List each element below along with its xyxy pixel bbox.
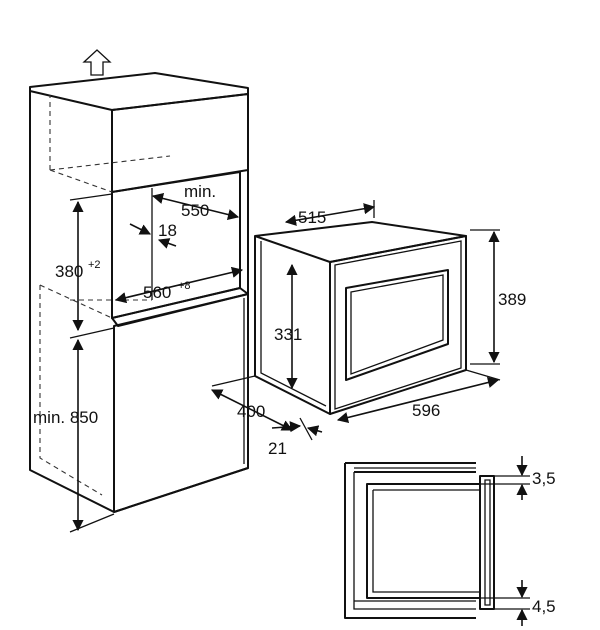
dim-596-ext — [465, 369, 501, 381]
upper-compartment-front — [111, 93, 249, 193]
dim-560-label: 560 — [143, 283, 171, 302]
dim-380-tol: +2 — [88, 259, 101, 271]
dim-380-label: 380 — [55, 262, 83, 281]
oven-window — [345, 269, 449, 381]
dim-331-label: 331 — [274, 325, 302, 344]
dim-850-ext-top — [69, 327, 115, 339]
dim-380-ext-top — [69, 193, 113, 201]
detail-outer-frame — [344, 463, 476, 619]
dim-515-line — [284, 203, 376, 226]
detail-outer-frame-inner — [353, 472, 476, 610]
dim-18-arrow-right — [157, 238, 177, 249]
dim-400-line — [210, 389, 294, 431]
oven-dimensions: 515 389 331 400 596 21 — [210, 200, 526, 458]
section-detail: 3,5 4,5 — [344, 456, 556, 626]
dim-596-label: 596 — [412, 401, 440, 420]
dim-596-line — [336, 377, 500, 423]
dim-18-arrow-left — [129, 223, 152, 235]
dim-21-ext — [299, 417, 313, 441]
cabinet-dimensions: min. 550 18 380 +2 560 +8 min. 850 — [33, 182, 244, 533]
cabinet-left-side — [29, 91, 115, 513]
detail-oven-body — [366, 483, 481, 599]
dim-550-line — [151, 192, 240, 221]
detail-oven-body-inner — [372, 489, 480, 593]
detail-top-rail — [345, 462, 476, 473]
hidden-line-upper — [49, 95, 171, 193]
ventilation-up-arrow-icon — [82, 49, 112, 76]
dim-4-5-label: 4,5 — [532, 597, 556, 616]
cabinet — [29, 72, 249, 513]
dim-389-label: 389 — [498, 290, 526, 309]
dim-400-label: 400 — [237, 402, 265, 421]
dim-18-label: 18 — [158, 221, 177, 240]
cabinet-top — [29, 72, 249, 111]
oven-appliance — [254, 221, 467, 415]
oven-side-inner — [260, 241, 327, 407]
cabinet-right-side — [113, 94, 249, 513]
dim-850-label: min. 850 — [33, 408, 98, 427]
niche-shelf — [111, 287, 249, 327]
dim-21-arrow-right — [306, 425, 323, 437]
hidden-line-lower — [39, 284, 113, 496]
dim-21-arrow-left — [271, 421, 302, 433]
oven-front-inner — [334, 240, 462, 410]
dim-3-5-label: 3,5 — [532, 469, 556, 488]
dim-550-label: 550 — [181, 201, 209, 220]
detail-door-front-inner — [484, 479, 491, 606]
dim-515-label: 515 — [298, 208, 326, 227]
lower-door — [113, 293, 249, 513]
dim-400-ext — [211, 375, 256, 387]
dim-min-label: min. — [184, 182, 216, 201]
dim-560-tol: +8 — [178, 280, 191, 292]
dim-21-label: 21 — [268, 439, 287, 458]
detail-door-front — [479, 475, 495, 610]
oven-window-inner — [350, 274, 444, 375]
dim-850-ext-bottom — [69, 513, 115, 533]
dim-560-line — [114, 266, 244, 304]
